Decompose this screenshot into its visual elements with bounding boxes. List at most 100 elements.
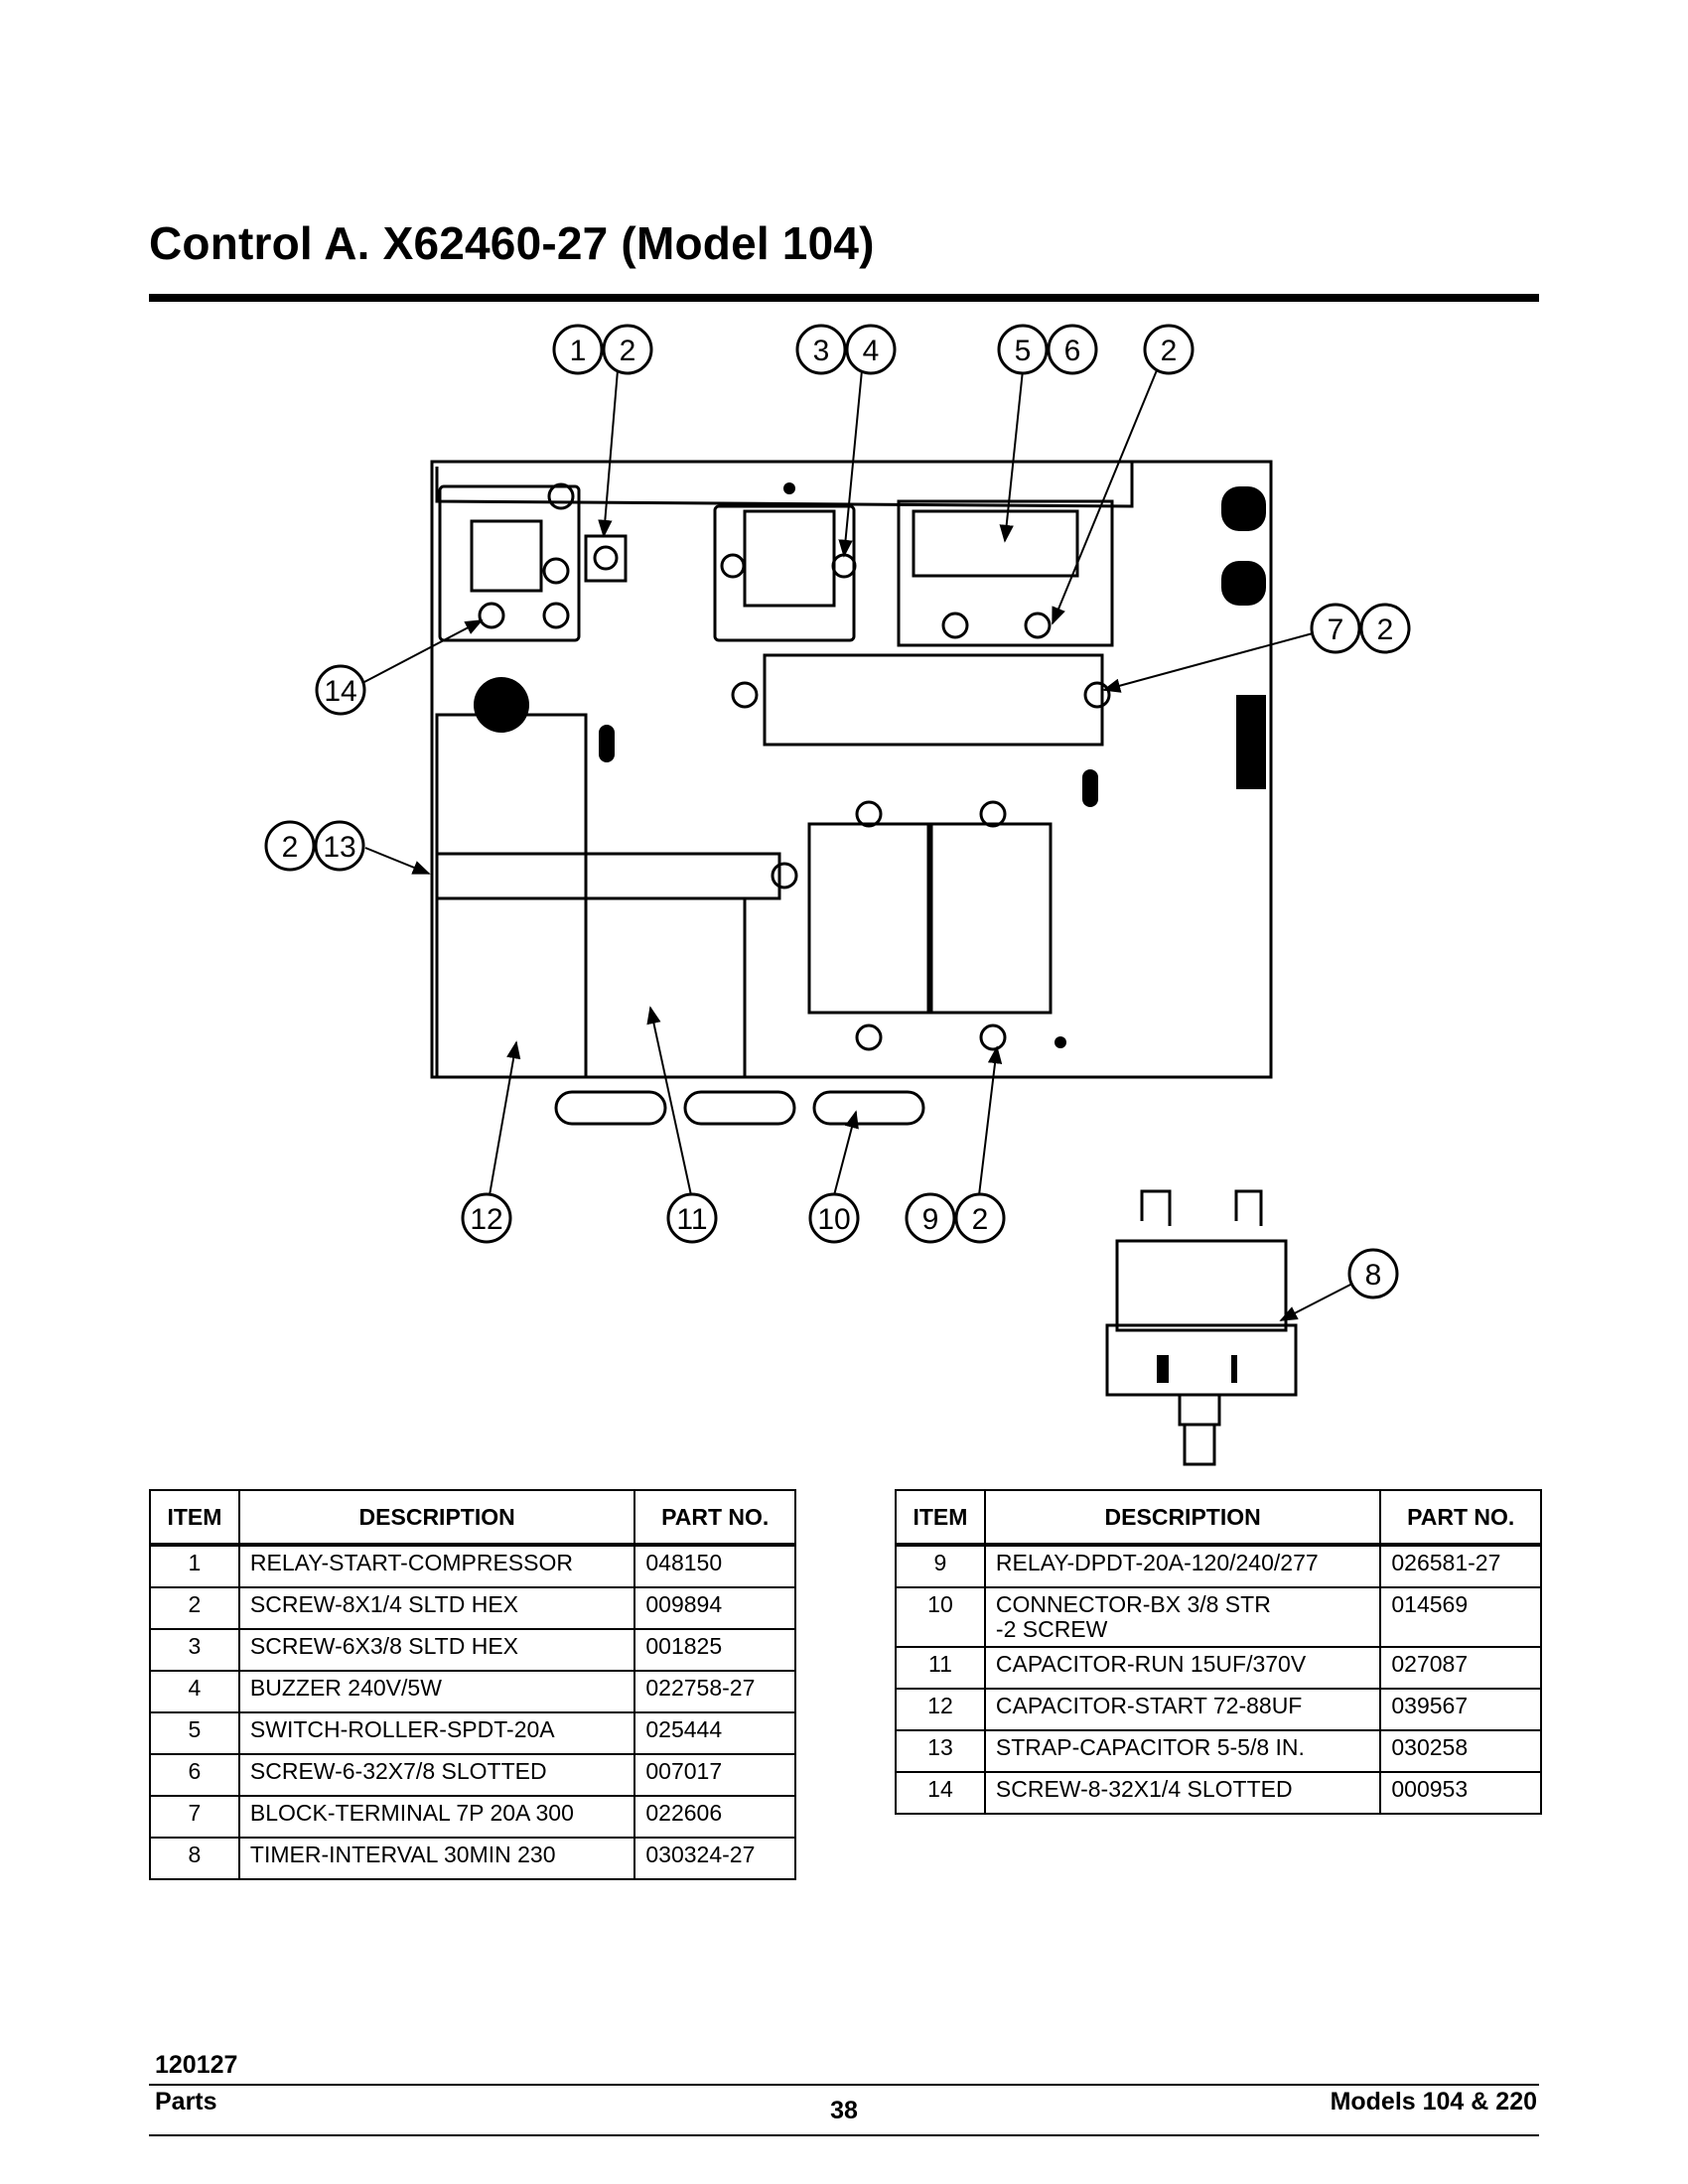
part-no-cell: 022606: [633, 1795, 796, 1839]
part-no-cell: 007017: [633, 1753, 796, 1797]
document-code: 120127: [155, 2051, 238, 2079]
callout-number: 6: [1064, 335, 1081, 367]
control-panel: [430, 460, 1273, 1126]
part-no-cell: 000953: [1379, 1771, 1542, 1815]
description-cell: SCREW-8-32X1/4 SLOTTED: [983, 1771, 1382, 1815]
callout-number: 3: [813, 335, 830, 367]
callout-3-4: 3 4: [795, 324, 897, 375]
footer-section: Parts: [155, 2088, 217, 2116]
callout-5-6: 5 6: [997, 324, 1098, 375]
column-header-part-no: PART NO.: [1379, 1489, 1542, 1547]
part-no-cell: 022758-27: [633, 1670, 796, 1713]
callout-number: 4: [863, 335, 880, 367]
callout-8: 8: [1347, 1248, 1399, 1299]
callout-number: 2: [282, 831, 299, 864]
part-no-cell: 009894: [633, 1586, 796, 1630]
panel-dark-features: [474, 482, 1266, 1048]
part-no-cell: 014569: [1379, 1586, 1542, 1648]
footer-rule-top: [149, 2084, 1539, 2086]
item-cell: 11: [895, 1646, 986, 1690]
callout-number: 9: [922, 1203, 939, 1236]
item-cell: 1: [149, 1544, 240, 1588]
description-cell: STRAP-CAPACITOR 5-5/8 IN.: [983, 1729, 1382, 1773]
column-header-item: ITEM: [895, 1489, 986, 1547]
part-no-cell: 025444: [633, 1711, 796, 1755]
callout-number: 10: [817, 1203, 850, 1236]
callout-number: 7: [1328, 614, 1344, 646]
callout-number: 2: [1161, 335, 1178, 367]
callout-10: 10: [808, 1192, 860, 1244]
timer-component: [1105, 1189, 1298, 1466]
callout-number: 2: [1377, 614, 1394, 646]
callout-number: 13: [323, 831, 355, 864]
description-cell: SWITCH-ROLLER-SPDT-20A: [237, 1711, 636, 1755]
description-cell: CAPACITOR-START 72-88UF: [983, 1688, 1382, 1731]
description-cell: CONNECTOR-BX 3/8 STR -2 SCREW: [983, 1586, 1382, 1648]
part-no-cell: 027087: [1379, 1646, 1542, 1690]
part-no-cell: 001825: [633, 1628, 796, 1672]
title-rule: [149, 294, 1539, 302]
description-cell: BUZZER 240V/5W: [237, 1670, 636, 1713]
description-cell: SCREW-6-32X7/8 SLOTTED: [237, 1753, 636, 1797]
item-cell: 14: [895, 1771, 986, 1815]
callout-number: 11: [676, 1203, 707, 1236]
callout-11: 11: [666, 1192, 718, 1244]
callout-14: 14: [315, 664, 366, 716]
callout-number: 14: [324, 675, 356, 708]
part-no-cell: 030258: [1379, 1729, 1542, 1773]
callout-7-2: 7 2: [1310, 603, 1411, 654]
part-no-cell: 030324-27: [633, 1837, 796, 1880]
description-cell: RELAY-DPDT-20A-120/240/277: [983, 1544, 1382, 1588]
part-no-cell: 039567: [1379, 1688, 1542, 1731]
item-cell: 3: [149, 1628, 240, 1672]
description-cell: SCREW-6X3/8 SLTD HEX: [237, 1628, 636, 1672]
control-exploded-diagram: 1 2 3 4 5 6 2 7 2 14 2 13 12 11: [264, 324, 1411, 1466]
item-cell: 6: [149, 1753, 240, 1797]
callout-9-2: 9 2: [905, 1192, 1006, 1244]
callout-12: 12: [461, 1192, 512, 1244]
callout-number: 8: [1365, 1259, 1382, 1292]
item-cell: 2: [149, 1586, 240, 1630]
part-no-cell: 026581-27: [1379, 1544, 1542, 1588]
item-cell: 5: [149, 1711, 240, 1755]
callout-number: 1: [570, 335, 587, 367]
description-cell: BLOCK-TERMINAL 7P 20A 300: [237, 1795, 636, 1839]
item-cell: 12: [895, 1688, 986, 1731]
column-header-part-no: PART NO.: [633, 1489, 796, 1547]
item-cell: 10: [895, 1586, 986, 1648]
description-cell: TIMER-INTERVAL 30MIN 230: [237, 1837, 636, 1880]
page-number: 38: [830, 2097, 858, 2124]
table-header-row: ITEM DESCRIPTION PART NO.: [895, 1489, 1542, 1547]
callout-1-2: 1 2: [552, 324, 653, 375]
callout-2-13: 2 13: [264, 820, 365, 872]
item-cell: 8: [149, 1837, 240, 1880]
callout-number: 5: [1015, 335, 1032, 367]
leader-lines: [361, 369, 1353, 1321]
description-cell: CAPACITOR-RUN 15UF/370V: [983, 1646, 1382, 1690]
footer-models: Models 104 & 220: [1330, 2088, 1537, 2116]
callout-2: 2: [1143, 324, 1195, 375]
description-cell: RELAY-START-COMPRESSOR: [237, 1544, 636, 1588]
column-header-description: DESCRIPTION: [983, 1489, 1382, 1547]
item-cell: 4: [149, 1670, 240, 1713]
item-cell: 9: [895, 1544, 986, 1588]
callout-number: 2: [972, 1203, 989, 1236]
page-title: Control A. X62460-27 (Model 104): [149, 217, 875, 269]
column-header-item: ITEM: [149, 1489, 240, 1547]
column-header-description: DESCRIPTION: [237, 1489, 636, 1547]
part-no-cell: 048150: [633, 1544, 796, 1588]
footer-rule-bottom: [149, 2134, 1539, 2136]
